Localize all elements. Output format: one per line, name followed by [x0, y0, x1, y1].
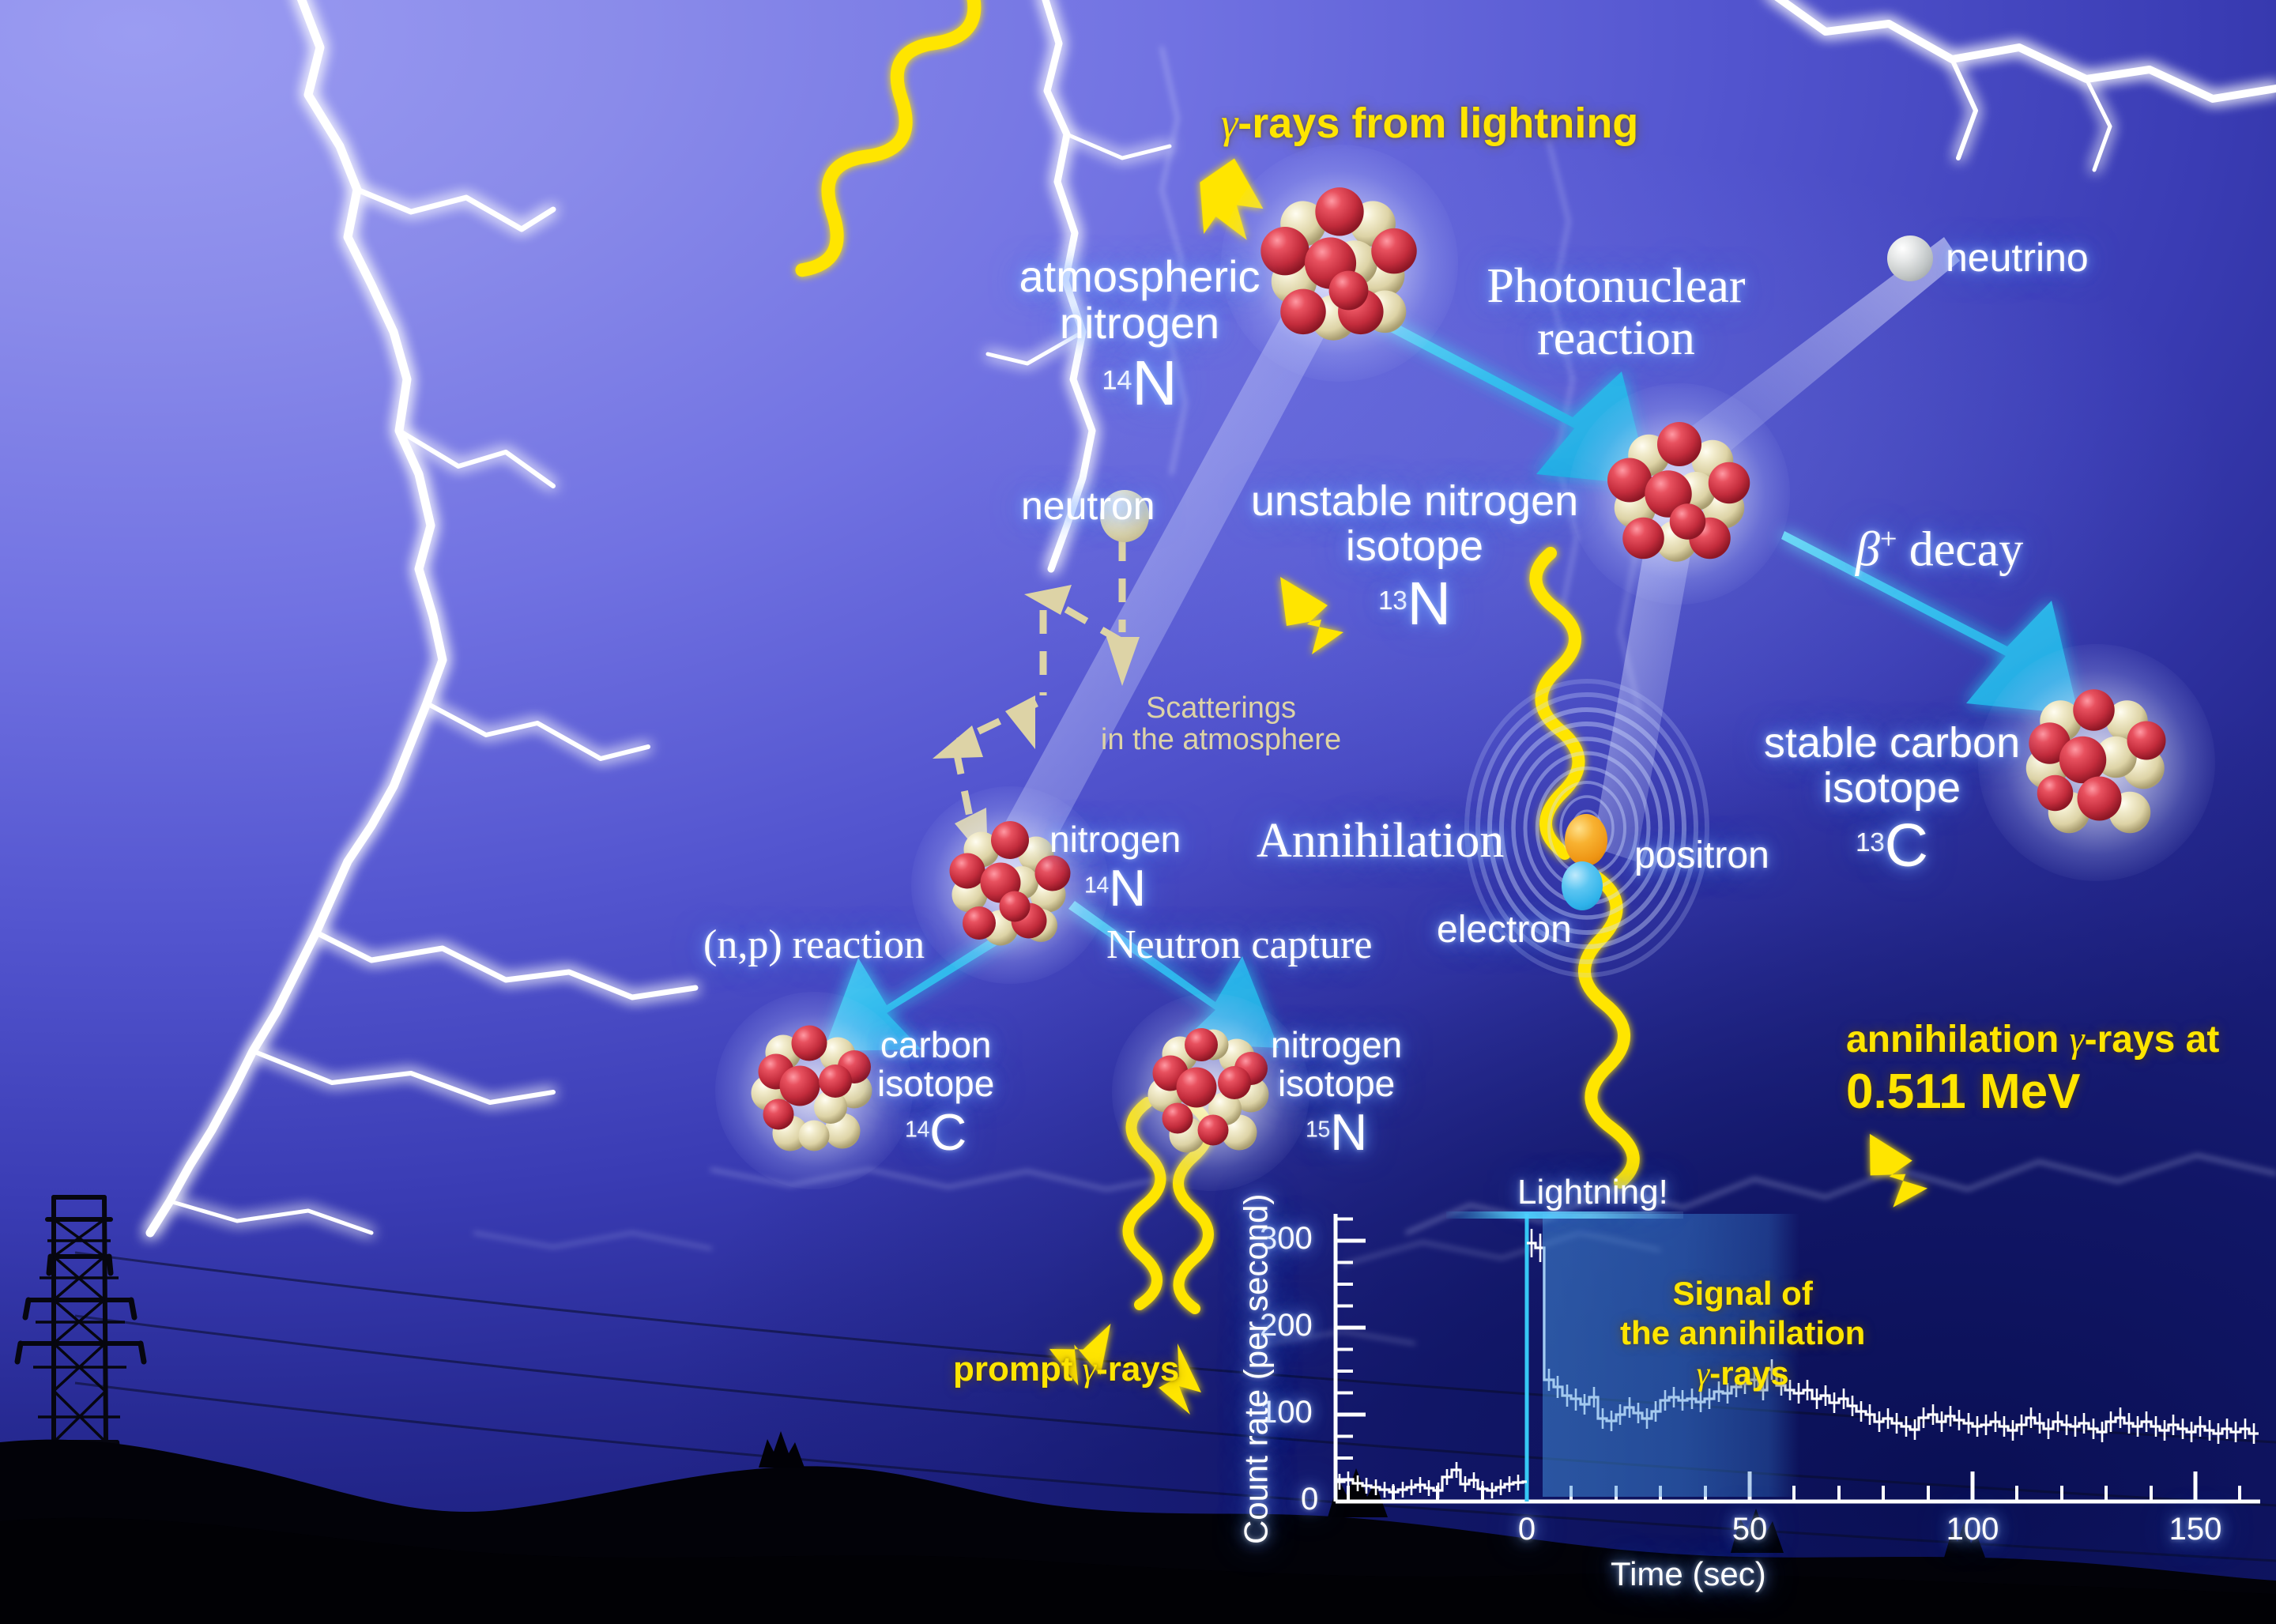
- label-scatterings-in-atmosphere: Scatterings in the atmosphere: [1101, 692, 1341, 756]
- label-unstable-nitrogen-isotope: unstable nitrogen isotope 13N: [1250, 477, 1579, 639]
- label-annihilation-gamma-rays: annihilation γ-rays atannihilation γ-ray…: [1846, 1018, 2219, 1121]
- chart-ylabel: Count rate (per second): [1237, 1193, 1275, 1545]
- unstable-line2: isotope: [1345, 522, 1484, 571]
- signal-ann-line1: Signal of: [1672, 1275, 1813, 1312]
- ytick-100: 100: [1260, 1395, 1313, 1430]
- signal-highlight-band: [1543, 1214, 1799, 1497]
- stable-carbon-line1: stable carbon: [1763, 719, 2021, 767]
- nitrogen-lower-word: nitrogen: [1049, 819, 1181, 860]
- nucleus-n13-unstable: [1569, 383, 1790, 605]
- label-nitrogen-isotope-15n: nitrogen isotope 15N: [1271, 1026, 1402, 1159]
- label-atmospheric-line2: nitrogen: [1059, 298, 1220, 349]
- isotope-mass-c13: 13: [1856, 828, 1885, 858]
- label-np-reaction: (n,p) reaction: [703, 922, 925, 967]
- xtick-0: 0: [1517, 1512, 1536, 1547]
- label-beta-plus-decay: β+ decay: [1856, 523, 2023, 576]
- annihilation-gamma-line1: annihilation γ-rays atannihilation γ-ray…: [1846, 1019, 2220, 1061]
- beta-superscript: +: [1879, 522, 1897, 556]
- ytick-0: 0: [1301, 1482, 1319, 1517]
- nucleus-n14-lower: [911, 786, 1109, 984]
- label-photonuclear-reaction: Photonuclear reaction: [1487, 259, 1746, 365]
- nitrogen-iso-line1: nitrogen: [1271, 1024, 1403, 1065]
- label-atmospheric-line1: atmospheric: [1019, 251, 1260, 301]
- label-atmospheric-nitrogen: atmospheric nitrogen 14N: [1019, 253, 1260, 416]
- label-gamma-from-lightning: γγ-rays from lightning-rays from lightni…: [1221, 100, 1639, 147]
- label-prompt-gamma-rays: prompt γ-raysprompt γ-rays: [953, 1350, 1180, 1389]
- xtick-50: 50: [1731, 1512, 1768, 1547]
- label-positron: positron: [1634, 835, 1769, 876]
- particle-neutron: [1100, 490, 1149, 542]
- isotope-symbol-n14b: N: [1109, 858, 1147, 917]
- chart-title-lightning: Lightning!: [1517, 1173, 1668, 1211]
- label-annihilation: Annihilation: [1257, 814, 1505, 868]
- chart-svg: [1333, 1214, 2260, 1504]
- lightning-marker-bar: [1446, 1211, 1683, 1219]
- ground-silhouette: [0, 1181, 2276, 1624]
- isotope-mass-c14: 14: [905, 1117, 930, 1143]
- isotope-symbol-c14: C: [929, 1102, 967, 1161]
- nitrogen-iso-line2: isotope: [1277, 1062, 1396, 1104]
- photonuclear-line2: reaction: [1537, 311, 1695, 365]
- label-stable-carbon-isotope: stable carbon isotope 13C: [1763, 719, 2021, 880]
- particle-neutrino: [1887, 235, 1933, 281]
- isotope-mass-n14a: 14: [1102, 365, 1132, 396]
- carbon-iso-line1: carbon: [880, 1024, 992, 1065]
- label-neutrino: neutrino: [1946, 235, 2089, 280]
- annihilation-gamma-line2: 0.511 MeV: [1846, 1064, 2081, 1119]
- isotope-symbol-n14a: N: [1132, 347, 1178, 418]
- label-electron: electron: [1437, 909, 1572, 951]
- chart-annotation-signal: Signal of the annihilation γ-rays: [1620, 1274, 1865, 1394]
- label-neutron: neutron: [1021, 484, 1155, 528]
- unstable-line1: unstable nitrogen: [1250, 477, 1579, 525]
- label-neutron-capture: Neutron capture: [1106, 922, 1373, 967]
- ytick-300: 300: [1260, 1221, 1313, 1256]
- signal-ann-line3: γ-rays: [1696, 1354, 1789, 1392]
- label-nitrogen-lower: nitrogen 14N: [1049, 820, 1181, 915]
- scatterings-line2: in the atmosphere: [1100, 723, 1342, 757]
- nucleus-c14: [715, 992, 913, 1189]
- photonuclear-line1: Photonuclear: [1487, 259, 1746, 313]
- isotope-mass-n13: 13: [1378, 586, 1407, 616]
- label-carbon-isotope: carbon isotope 14C: [877, 1026, 994, 1159]
- beta-symbol: β: [1856, 522, 1880, 577]
- carbon-iso-line2: isotope: [877, 1062, 995, 1104]
- scatterings-line1: Scatterings: [1145, 691, 1297, 725]
- nucleus-n15: [1112, 993, 1309, 1191]
- particle-electron: [1562, 861, 1603, 910]
- beta-decay-word: decay: [1909, 522, 2024, 577]
- count-rate-chart: Lightning! Signal of the annihilation γ-…: [1233, 1174, 2276, 1624]
- particle-positron: [1565, 814, 1607, 866]
- stable-carbon-line2: isotope: [1822, 764, 1961, 812]
- xtick-150: 150: [2169, 1512, 2222, 1547]
- ytick-200: 200: [1260, 1308, 1313, 1343]
- xtick-100: 100: [1946, 1512, 1999, 1547]
- isotope-symbol-c13: C: [1884, 812, 1928, 880]
- isotope-symbol-n13: N: [1407, 571, 1451, 639]
- nucleus-n14-atmospheric: [1221, 145, 1458, 382]
- isotope-mass-n15: 15: [1305, 1117, 1331, 1143]
- chart-xlabel: Time (sec): [1611, 1555, 1766, 1592]
- isotope-symbol-n15: N: [1330, 1102, 1368, 1161]
- signal-ann-line2: the annihilation: [1620, 1314, 1866, 1352]
- nucleus-c13-stable: [1978, 644, 2215, 881]
- isotope-mass-n14b: 14: [1083, 872, 1110, 899]
